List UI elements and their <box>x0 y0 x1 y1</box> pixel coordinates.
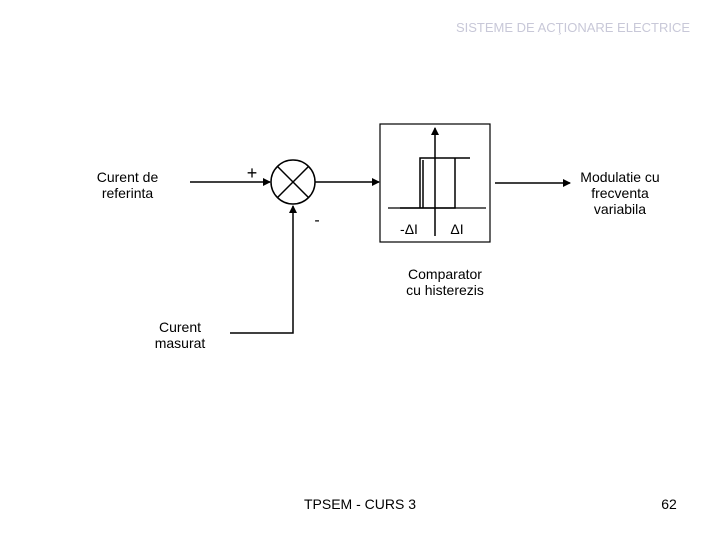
plus-sign: + <box>246 163 258 183</box>
output-modulation-label: Modulatie cu frecventa variabila <box>580 169 660 217</box>
reference-current-label: Curent de referinta <box>96 169 159 201</box>
positive-threshold-label: ΔI <box>450 221 464 237</box>
page-number: 62 <box>661 496 677 512</box>
minus-sign: - <box>314 212 320 229</box>
hysteresis-loop <box>400 157 470 209</box>
comparator-label: Comparator cu histerezis <box>406 266 484 298</box>
negative-threshold-label: -ΔI <box>400 221 418 237</box>
feedback-signal-line <box>230 205 297 334</box>
footer-course-label: TPSEM - CURS 3 <box>303 496 416 512</box>
slide-header-title: SISTEME DE ACŢIONARE ELECTRICE <box>455 20 691 35</box>
measured-current-label: Curent masurat <box>154 319 206 351</box>
summing-junction <box>270 159 316 205</box>
